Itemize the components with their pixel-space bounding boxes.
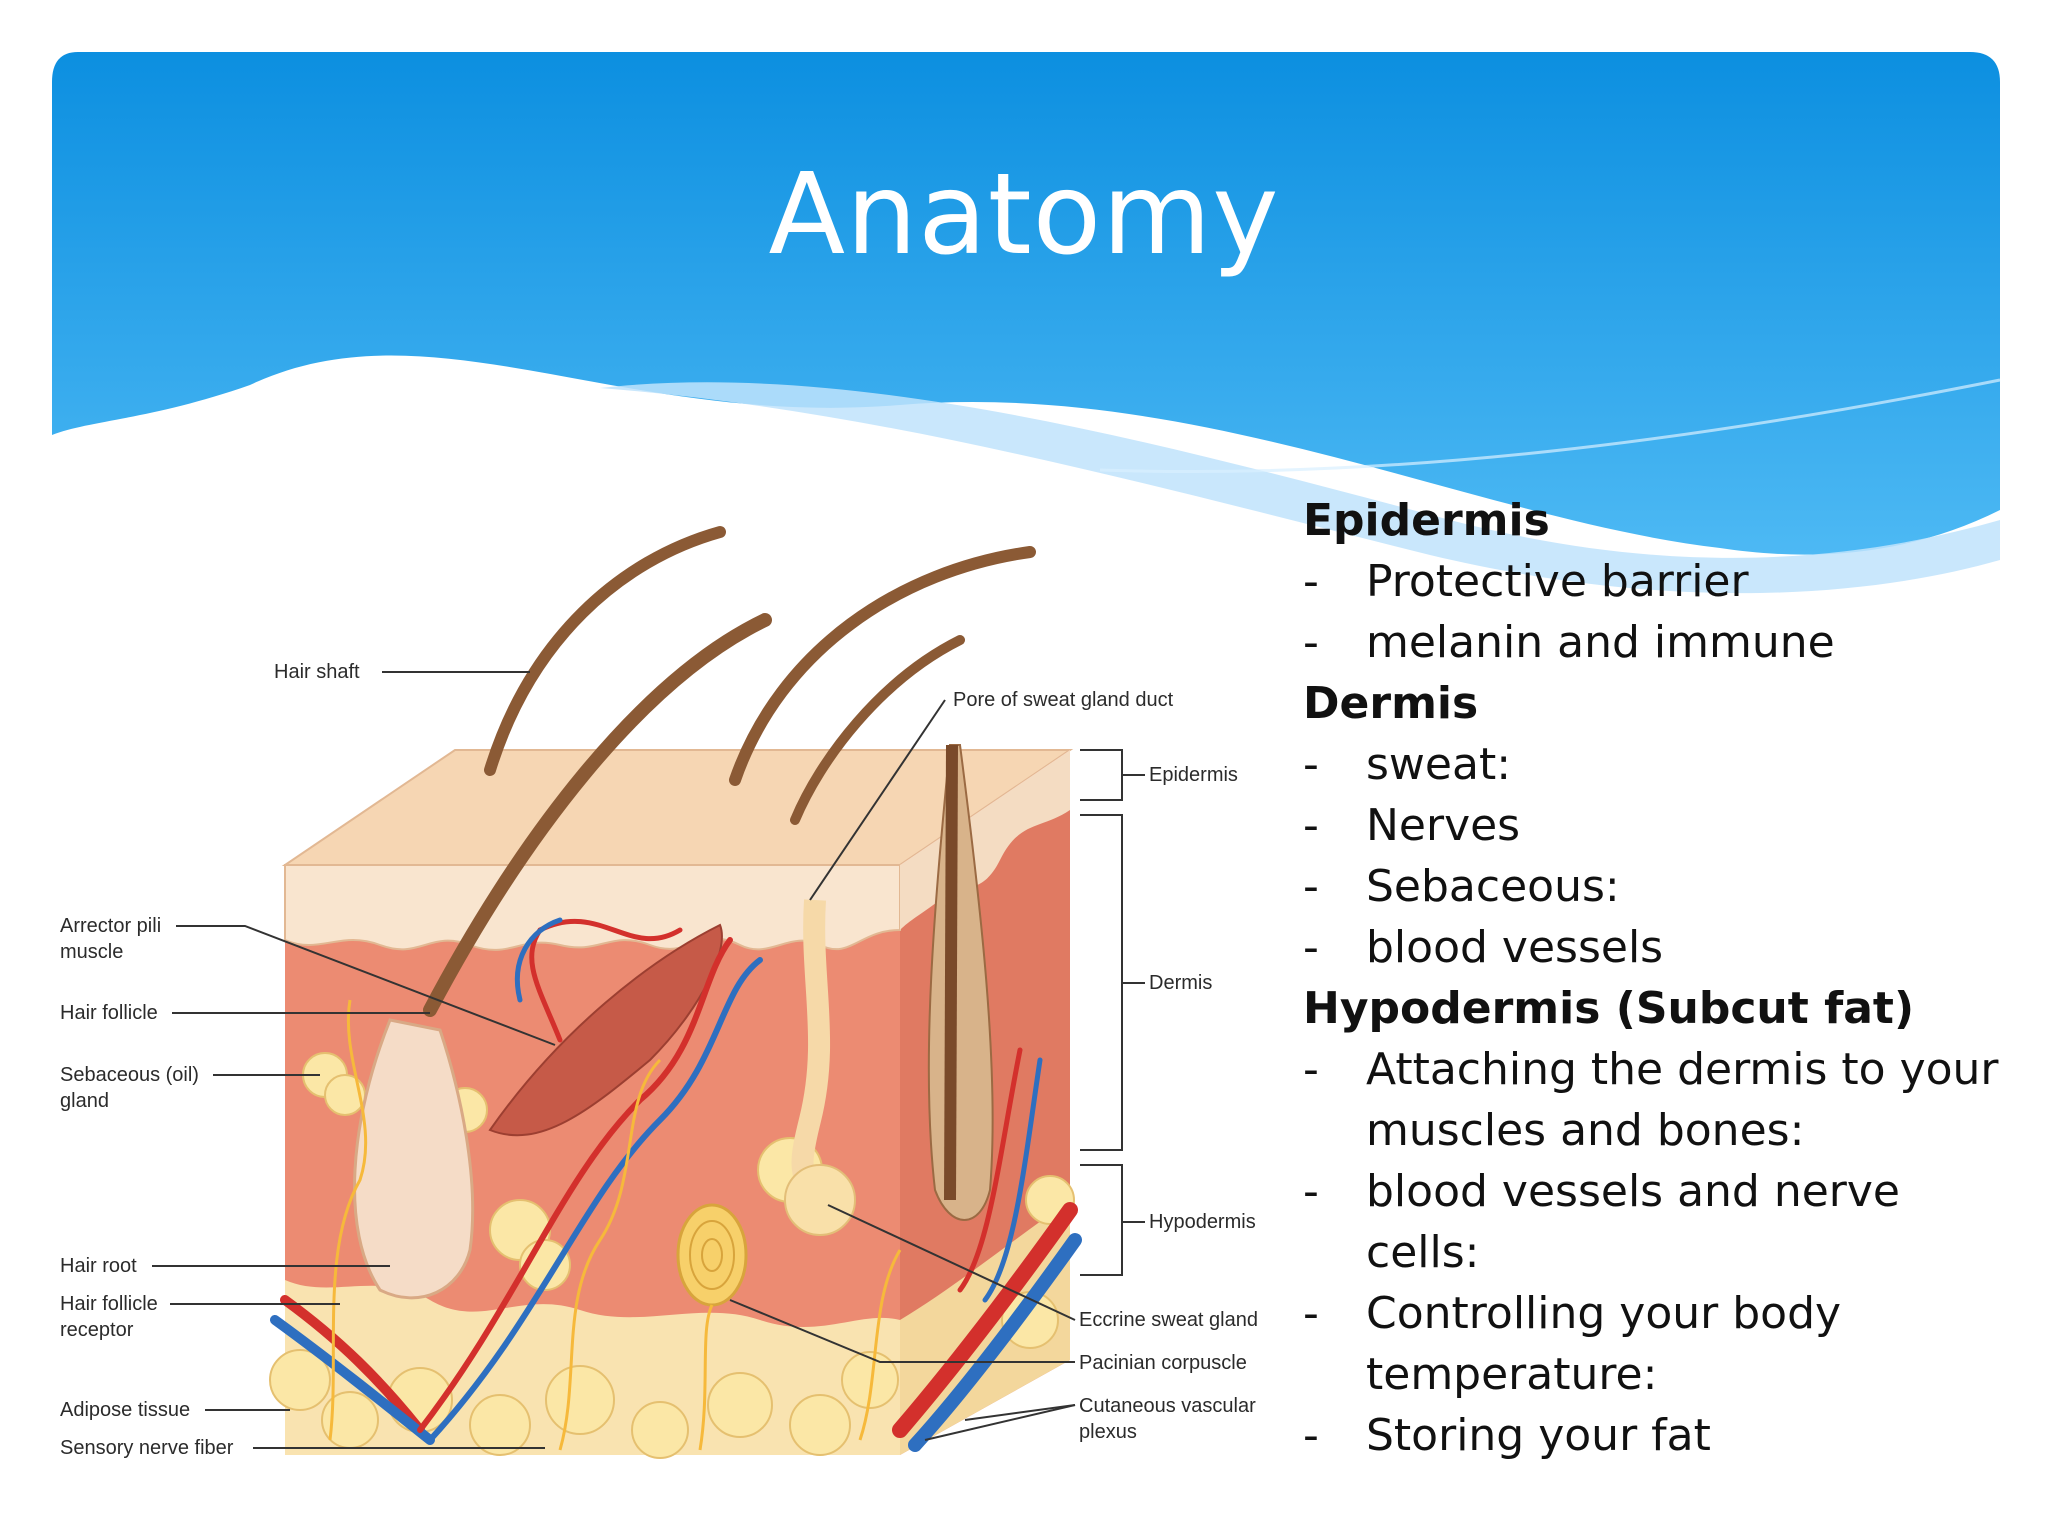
label-hypodermis: Hypodermis (1149, 1211, 1256, 1233)
label-pacinian-corpuscle: Pacinian corpuscle (1079, 1352, 1247, 1374)
bullet-dash: - (1303, 800, 1319, 851)
label-arrector-pili-line2: muscle (60, 941, 123, 963)
label-dermis: Dermis (1149, 972, 1212, 994)
bullet-dash: - (1303, 1166, 1319, 1217)
bullet-dash: - (1303, 556, 1319, 607)
bullet-item: -Protective barrier (1303, 551, 2023, 612)
bullet-item: -Controlling your body temperature: (1303, 1283, 2023, 1405)
bullet-text: Nerves (1366, 800, 1521, 851)
label-epidermis: Epidermis (1149, 764, 1238, 786)
bullet-dash: - (1303, 617, 1319, 668)
layer-brackets (1080, 749, 1145, 1276)
hair-follicle (353, 1018, 475, 1300)
bullet-text-line: Attaching the dermis to your (1366, 1044, 1999, 1095)
heading-hypodermis: Hypodermis (Subcut fat) (1303, 983, 1915, 1034)
hair-shafts (423, 526, 1036, 1017)
slide-title: Anatomy (768, 150, 1280, 280)
label-hair-shaft: Hair shaft (274, 661, 360, 683)
bullet-text: Sebaceous: (1366, 861, 1620, 912)
eccrine-sweat-gland (784, 1164, 856, 1236)
label-adipose-tissue: Adipose tissue (60, 1399, 190, 1421)
notes-text-block: Epidermis -Protective barrier -melanin a… (1303, 490, 2023, 1466)
heading-dermis: Dermis (1303, 678, 1479, 729)
header-wave (600, 382, 2000, 594)
label-hair-follicle: Hair follicle (60, 1002, 158, 1024)
bullet-text: blood vessels (1366, 922, 1664, 973)
bullet-dash: - (1303, 861, 1319, 912)
bullet-item: -Attaching the dermis to your muscles and… (1303, 1039, 2023, 1161)
label-hair-root: Hair root (60, 1255, 137, 1277)
bullet-dash: - (1303, 1288, 1319, 1339)
diagram-labels: Hair shaft Pore of sweat gland duct Epid… (60, 661, 1258, 1459)
bullet-item: -sweat: (1303, 734, 2023, 795)
bullet-text: Storing your fat (1366, 1410, 1711, 1461)
label-eccrine-sweat-gland: Eccrine sweat gland (1079, 1309, 1258, 1331)
label-sebaceous-line2: gland (60, 1090, 109, 1112)
bullet-dash: - (1303, 922, 1319, 973)
bullet-text: Protective barrier (1366, 556, 1749, 607)
bullet-item: -Sebaceous: (1303, 856, 2023, 917)
header-wave-line (1099, 378, 2001, 474)
bullet-text: melanin and immune (1366, 617, 1835, 668)
bullet-text-line: blood vessels and nerve (1366, 1166, 1900, 1217)
sweat-gland-duct (791, 899, 831, 1195)
bullet-item: -melanin and immune (1303, 612, 2023, 673)
label-pore-of-sweat-gland-duct: Pore of sweat gland duct (953, 689, 1174, 711)
label-cutaneous-vascular-plexus-line2: plexus (1079, 1421, 1137, 1443)
bullet-item: -Storing your fat (1303, 1405, 2023, 1466)
label-sensory-nerve-fiber: Sensory nerve fiber (60, 1437, 234, 1459)
bullet-item: -blood vessels and nerve cells: (1303, 1161, 2023, 1283)
sensory-nerve-fibers (328, 999, 902, 1451)
bullet-text-line: cells: (1366, 1227, 1480, 1278)
blood-vessels (270, 917, 1082, 1452)
label-sebaceous-line1: Sebaceous (oil) (60, 1064, 199, 1086)
label-hair-follicle-receptor-line1: Hair follicle (60, 1293, 158, 1315)
bullet-dash: - (1303, 1410, 1319, 1461)
bullet-dash: - (1303, 1044, 1319, 1095)
bullet-text-line: Controlling your body (1366, 1288, 1842, 1339)
label-hair-follicle-receptor-line2: receptor (60, 1319, 134, 1341)
leader-lines (152, 671, 1076, 1449)
adipose-lobules (269, 1052, 1075, 1459)
label-arrector-pili-line1: Arrector pili (60, 915, 161, 937)
bullet-text-line: temperature: (1366, 1349, 1658, 1400)
bullet-item: -Nerves (1303, 795, 2023, 856)
header-background (52, 52, 2000, 555)
hair-root-right (944, 744, 958, 1201)
label-cutaneous-vascular-plexus-line1: Cutaneous vascular (1079, 1395, 1256, 1417)
bullet-text-line: muscles and bones: (1366, 1105, 1805, 1156)
bullet-text: sweat: (1366, 739, 1512, 790)
bullet-dash: - (1303, 739, 1319, 790)
pacinian-corpuscle (676, 1203, 748, 1307)
heading-epidermis: Epidermis (1303, 495, 1550, 546)
bullet-item: -blood vessels (1303, 917, 2023, 978)
